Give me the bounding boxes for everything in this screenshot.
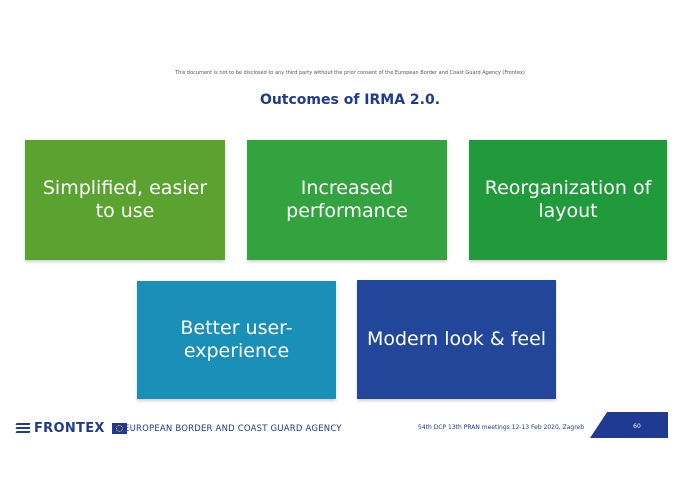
tile-modern-look: Modern look & feel bbox=[357, 280, 556, 399]
eu-flag-icon bbox=[111, 422, 127, 434]
agency-name: EUROPEAN BORDER AND COAST GUARD AGENCY bbox=[124, 424, 342, 434]
logo-text: FRONTEX bbox=[34, 420, 105, 436]
confidentiality-disclaimer: This document is not to be disclosed to … bbox=[175, 70, 525, 76]
tile-label: Increased performance bbox=[286, 177, 408, 222]
tile-performance: Increased performance bbox=[247, 140, 447, 260]
slide-title: Outcomes of IRMA 2.0. bbox=[259, 92, 441, 108]
tile-simplified: Simplified, easier to use bbox=[25, 140, 225, 260]
frontex-stripes-icon bbox=[15, 422, 31, 434]
tile-reorganization: Reorganization of layout bbox=[469, 140, 667, 260]
tile-label: Reorganization of layout bbox=[484, 177, 652, 222]
page-number: 60 bbox=[633, 423, 641, 430]
meeting-info: 54th DCP 13th PRAN meetings 12-13 Feb 20… bbox=[418, 424, 585, 431]
frontex-logo: FRONTEX bbox=[15, 420, 127, 436]
tile-label: Modern look & feel bbox=[366, 328, 547, 351]
tile-label: Simplified, easier to use bbox=[42, 177, 208, 222]
tile-label: Better user-experience bbox=[180, 317, 293, 362]
tile-user-experience: Better user-experience bbox=[137, 281, 336, 399]
